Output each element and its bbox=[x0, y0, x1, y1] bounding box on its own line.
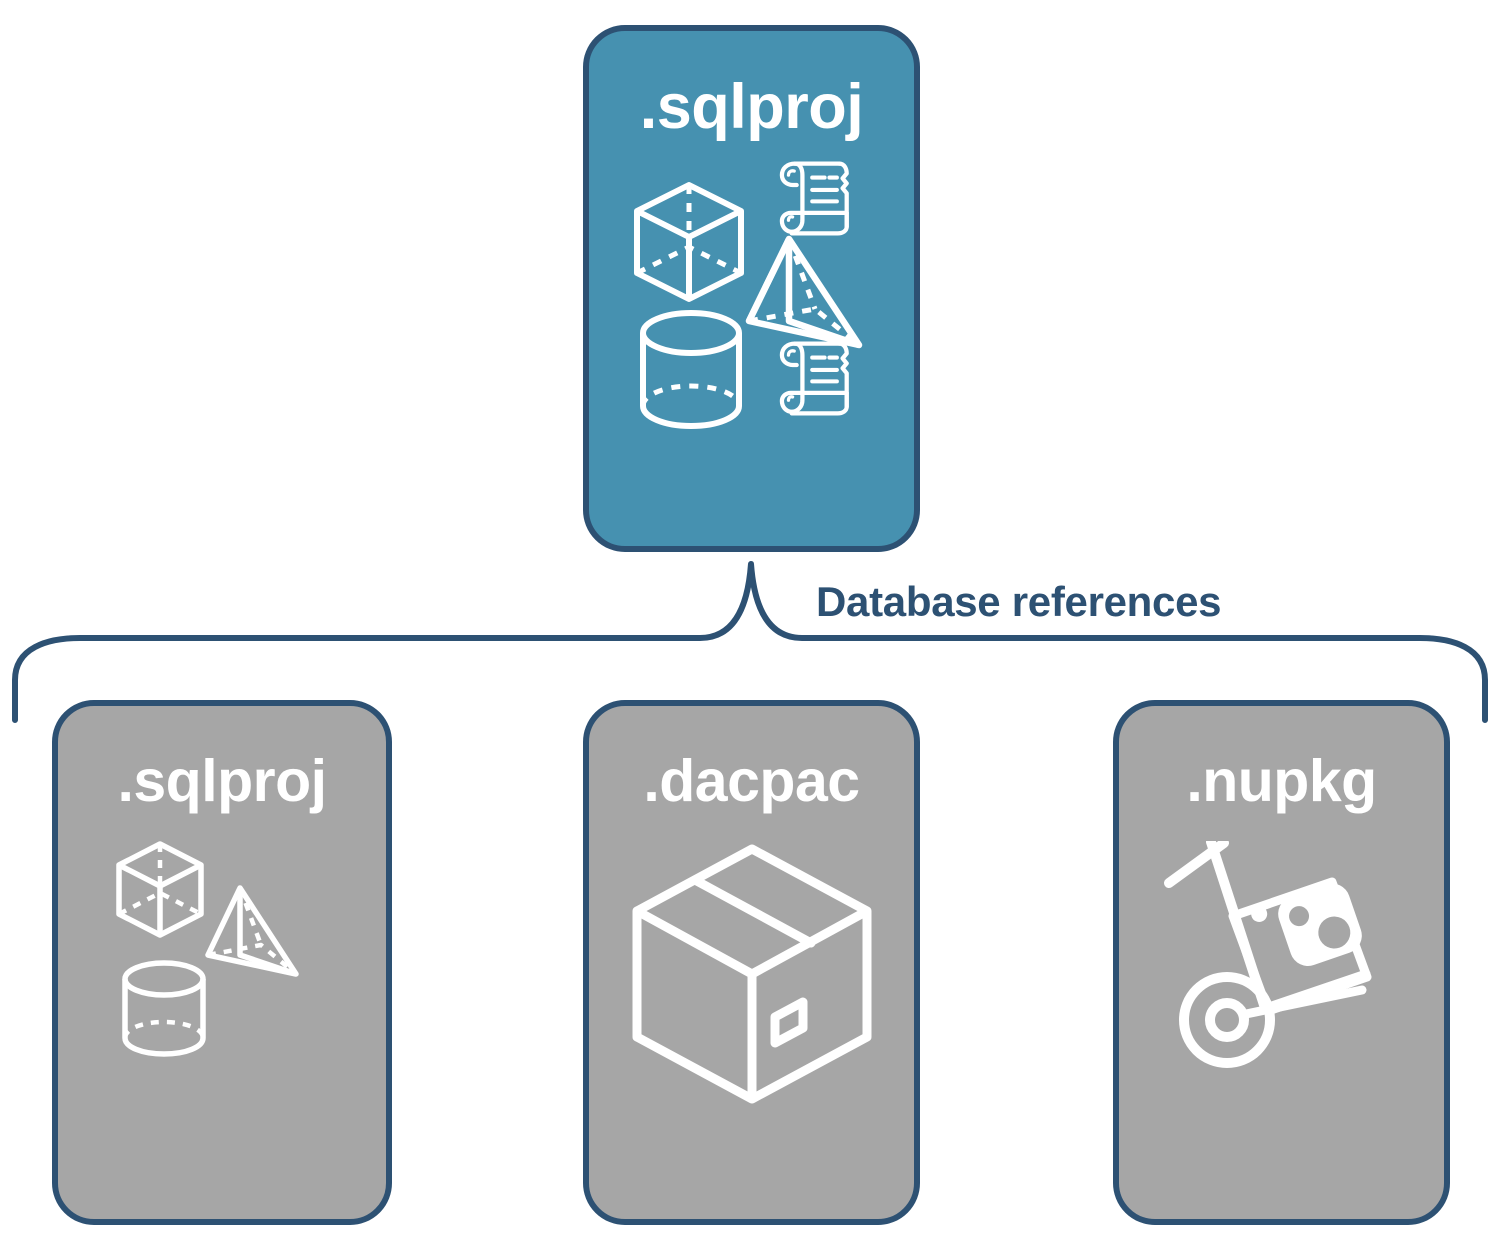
reference-card-sqlproj-label: .sqlproj bbox=[117, 748, 327, 814]
bracket-label: Database references bbox=[816, 578, 1222, 625]
nuget-logo-icon bbox=[1251, 883, 1362, 966]
wireframe-pyramid-icon bbox=[205, 885, 299, 977]
wireframe-pyramid-icon bbox=[745, 235, 862, 349]
reference-card-nupkg-artwork bbox=[1154, 837, 1409, 1091]
root-project-card[interactable]: .sqlproj bbox=[583, 25, 920, 552]
hand-truck-nuget-package-icon bbox=[1164, 837, 1372, 1068]
reference-card-nupkg[interactable]: .nupkg bbox=[1113, 700, 1450, 1225]
script-scroll-icon bbox=[779, 161, 849, 236]
wireframe-cylinder-icon bbox=[122, 960, 206, 1057]
root-project-label: .sqlproj bbox=[639, 72, 864, 142]
reference-card-dacpac[interactable]: .dacpac bbox=[583, 700, 920, 1225]
reference-card-dacpac-label: .dacpac bbox=[643, 748, 860, 814]
reference-card-nupkg-label: .nupkg bbox=[1186, 748, 1377, 814]
package-box-icon bbox=[632, 844, 871, 1104]
root-project-artwork bbox=[627, 153, 877, 443]
sql-objects-illustration bbox=[116, 841, 299, 1057]
script-scroll-icon bbox=[779, 341, 849, 416]
sql-objects-illustration bbox=[633, 161, 862, 430]
reference-card-sqlproj-artwork bbox=[112, 841, 332, 1071]
wireframe-cylinder-icon bbox=[639, 310, 742, 430]
wireframe-cube-icon bbox=[633, 182, 744, 302]
wireframe-cube-icon bbox=[116, 841, 204, 938]
reference-card-sqlproj[interactable]: .sqlproj bbox=[52, 700, 392, 1225]
reference-card-dacpac-artwork bbox=[627, 841, 877, 1106]
